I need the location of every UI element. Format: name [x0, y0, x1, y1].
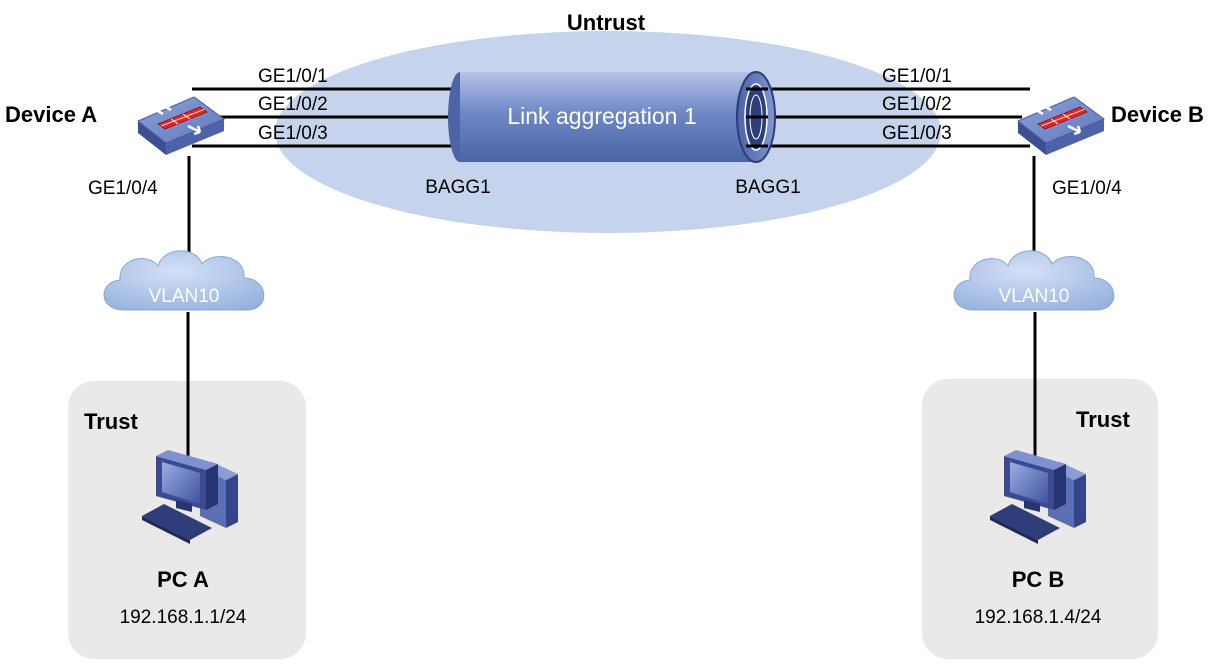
device-b-links — [758, 87, 1030, 148]
pc-a-name: PC A — [157, 567, 209, 592]
device-b-name: Device B — [1111, 102, 1204, 127]
pc-b-ip: 192.168.1.4/24 — [975, 607, 1102, 628]
device-b-downlink-port: GE1/0/4 — [1052, 178, 1122, 199]
device-a-name: Device A — [5, 102, 97, 127]
bagg-right-label: BAGG1 — [735, 177, 800, 198]
device-a-links — [192, 87, 454, 148]
device-a-downlink-port: GE1/0/4 — [88, 178, 158, 199]
bagg-left-label: BAGG1 — [425, 177, 490, 198]
untrust-label: Untrust — [567, 10, 646, 35]
vlan-left-label: VLAN10 — [149, 286, 220, 307]
pc-a-ip: 192.168.1.1/24 — [120, 607, 247, 628]
device-a-port-1: GE1/0/1 — [258, 66, 328, 87]
vlan-right-label: VLAN10 — [999, 286, 1070, 307]
trust-right-label: Trust — [1076, 407, 1130, 432]
device-b-firewall-icon — [1016, 95, 1106, 157]
link-aggregation-tube — [448, 71, 776, 163]
link-aggregation-label: Link aggregation 1 — [507, 103, 696, 129]
trust-left-label: Trust — [84, 409, 138, 434]
device-b-port-1: GE1/0/1 — [882, 66, 952, 87]
device-a-port-2: GE1/0/2 — [258, 94, 328, 115]
device-b-port-2: GE1/0/2 — [882, 94, 952, 115]
pc-b-name: PC B — [1012, 567, 1065, 592]
device-a-port-3: GE1/0/3 — [258, 123, 328, 144]
device-b-port-3: GE1/0/3 — [882, 123, 952, 144]
